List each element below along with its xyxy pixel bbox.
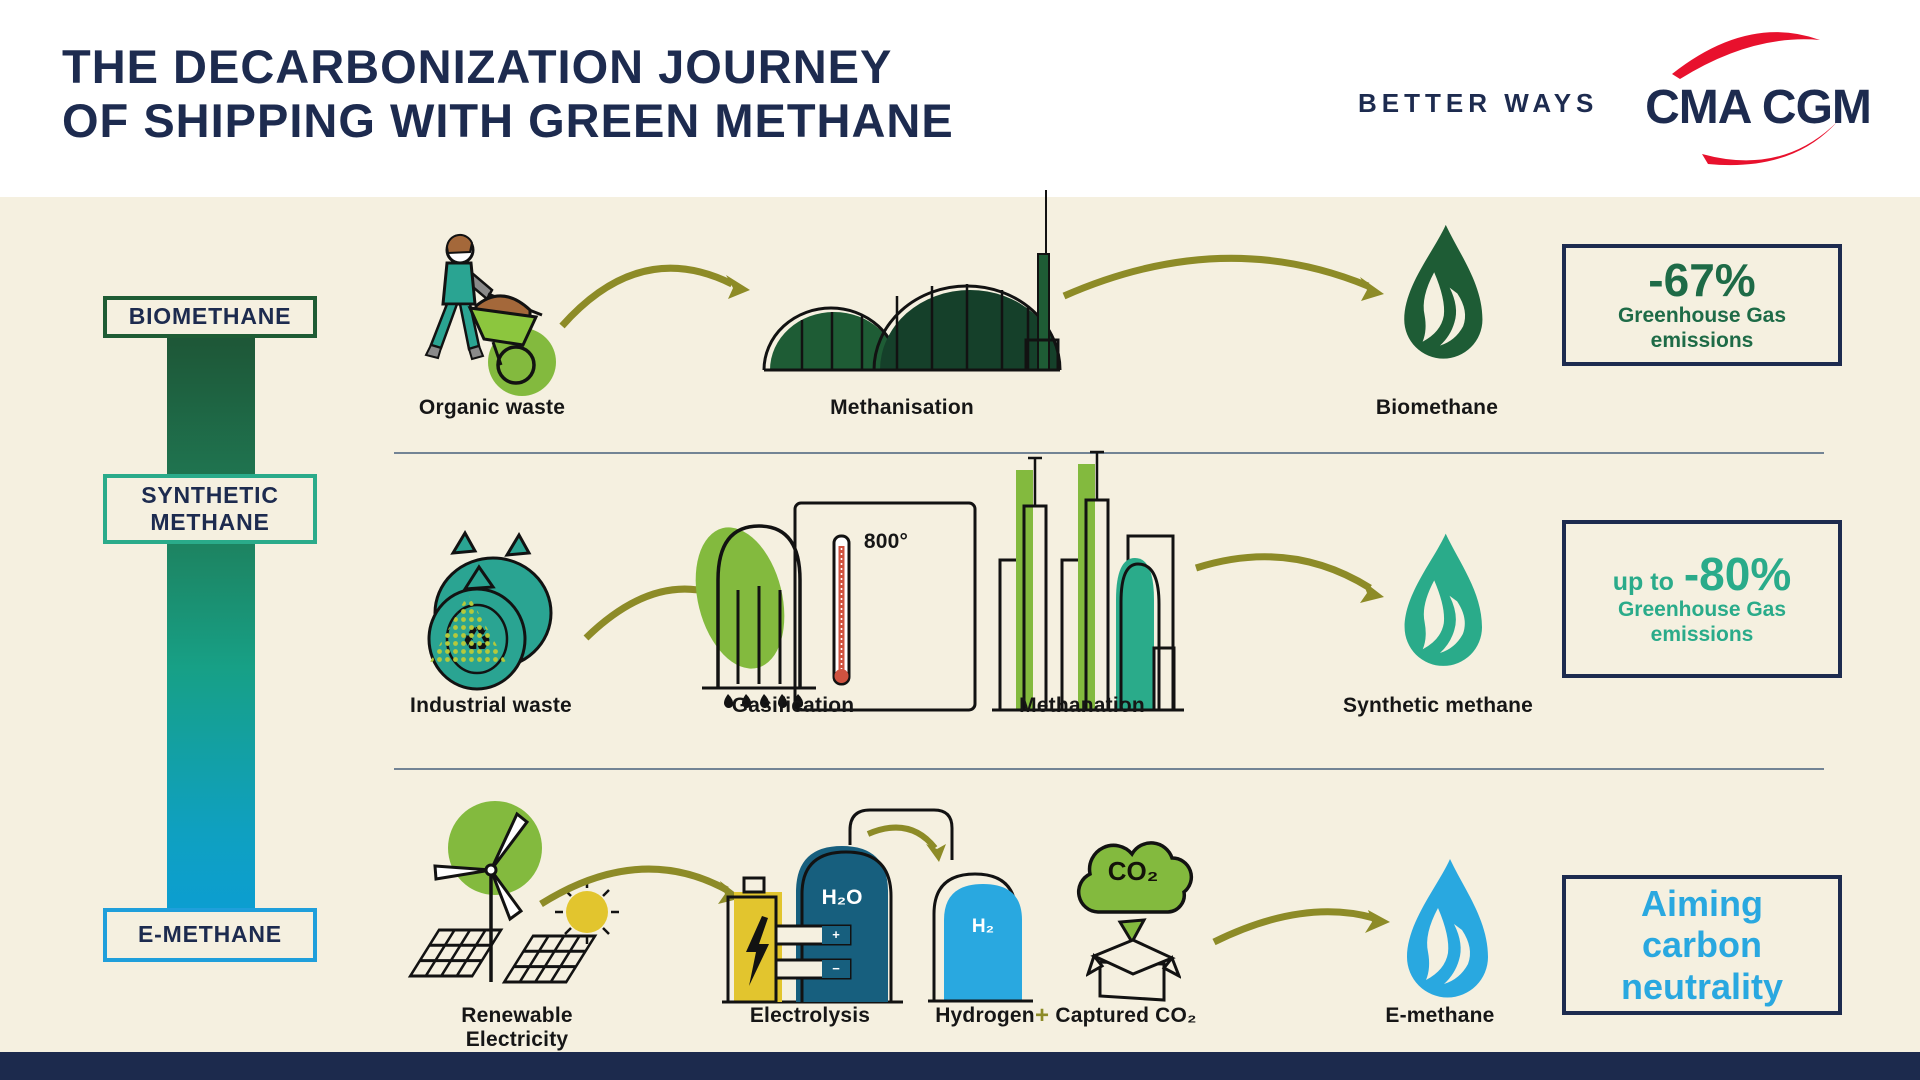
electrode-plus-label: + bbox=[832, 927, 840, 942]
gasification-icon bbox=[695, 501, 977, 712]
synthetic-methane-droplet-icon bbox=[1404, 533, 1482, 666]
flow-arrow bbox=[559, 264, 750, 329]
result-sub2-synthetic: emissions bbox=[1650, 623, 1754, 647]
page-title: THE DECARBONIZATION JOURNEY OF SHIPPING … bbox=[62, 40, 1062, 148]
hydrogen-tank-label: H₂ bbox=[971, 916, 995, 937]
brand-logo: CMA CGM bbox=[1645, 81, 1872, 134]
plus-sign: + bbox=[1034, 1002, 1049, 1029]
result-box-emethane: Aiming carbon neutrality bbox=[1562, 875, 1842, 1015]
result-aim-line3: neutrality bbox=[1620, 965, 1784, 1007]
methane-gradient-bar bbox=[167, 310, 255, 960]
step-label-emethane: E-methane bbox=[1385, 1004, 1495, 1027]
gasification-temperature: 800° bbox=[863, 530, 909, 553]
result-box-synthetic: up to -80% Greenhouse Gas emissions bbox=[1562, 520, 1842, 678]
step-label-methanation: Methanation bbox=[1019, 694, 1145, 717]
step-label-organic-waste: Organic waste bbox=[418, 396, 566, 419]
step-label-gasification: Gasification bbox=[731, 694, 855, 717]
captured-co2-box-icon bbox=[1086, 938, 1181, 1002]
step-label-biomethane: Biomethane bbox=[1375, 396, 1499, 419]
result-sub2-biomethane: emissions bbox=[1650, 329, 1754, 353]
emethane-droplet-icon bbox=[1407, 859, 1488, 998]
flow-arrow bbox=[1062, 254, 1384, 301]
ladder-emethane-label: E-METHANE bbox=[138, 921, 282, 948]
waste-pellets-triangle-icon bbox=[430, 594, 506, 662]
ladder-item-biomethane-label: BIOMETHANE bbox=[128, 303, 292, 330]
step-label-electrolysis: Electrolysis bbox=[749, 1004, 871, 1027]
flow-arrow bbox=[1212, 908, 1390, 946]
row-divider-1 bbox=[394, 452, 1824, 454]
renewable-electricity-icon bbox=[407, 801, 619, 984]
logo-swoosh-icon bbox=[1672, 32, 1837, 166]
organic-waste-icon bbox=[424, 233, 556, 396]
methanisation-plant-icon bbox=[762, 190, 1062, 372]
electrolysis-icon bbox=[722, 846, 903, 1004]
ladder-item-emethane: E-METHANE bbox=[103, 908, 317, 962]
biomethane-droplet-icon bbox=[1404, 224, 1483, 359]
ladder-item-biomethane: BIOMETHANE bbox=[103, 296, 317, 338]
methanation-plant-icon bbox=[992, 450, 1184, 712]
result-aim-line2: carbon bbox=[1641, 924, 1763, 966]
row-divider-2 bbox=[394, 768, 1824, 770]
result-box-biomethane: -67% Greenhouse Gas emissions bbox=[1562, 244, 1842, 366]
page-title-line1: THE DECARBONIZATION JOURNEY bbox=[62, 40, 893, 93]
tagline: BETTER WAYS bbox=[1358, 88, 1599, 118]
hydrogen-tank-icon bbox=[928, 872, 1033, 1003]
step-label-methanisation: Methanisation bbox=[830, 396, 974, 419]
result-value-synthetic: -80% bbox=[1683, 548, 1792, 601]
result-sub1-biomethane: Greenhouse Gas bbox=[1617, 304, 1787, 328]
electrolysis-water-label: H₂O bbox=[821, 886, 863, 909]
result-sub1-synthetic: Greenhouse Gas bbox=[1617, 598, 1787, 622]
hydrogen-pipe-arrow bbox=[848, 808, 954, 862]
flow-arrow bbox=[1194, 553, 1384, 603]
ladder-item-synthetic-methane: SYNTHETIC METHANE bbox=[103, 474, 317, 544]
result-prefix-synthetic: up to bbox=[1612, 568, 1674, 597]
step-label-synthetic-methane: Synthetic methane bbox=[1342, 694, 1534, 717]
electrode-minus-label: − bbox=[832, 961, 840, 976]
ladder-synthetic-line2: METHANE bbox=[150, 509, 270, 535]
footer-bar bbox=[0, 1052, 1920, 1080]
step-label-industrial-waste: Industrial waste bbox=[410, 694, 572, 717]
ladder-synthetic-line1: SYNTHETIC bbox=[141, 481, 279, 508]
step-label-captured-co2: Captured CO₂ bbox=[1055, 1004, 1197, 1027]
co2-cloud-icon bbox=[1076, 841, 1194, 945]
flow-arrow bbox=[539, 865, 742, 907]
page-title-line2: OF SHIPPING WITH GREEN METHANE bbox=[62, 94, 954, 147]
step-label-hydrogen: Hydrogen bbox=[935, 1004, 1035, 1027]
result-aim-line1: Aiming bbox=[1641, 882, 1763, 924]
result-value-biomethane: -67% bbox=[1648, 254, 1756, 307]
step-label-renewable-electricity: Renewable Electricity bbox=[461, 1004, 573, 1051]
co2-cloud-label: CO₂ bbox=[1107, 856, 1159, 886]
